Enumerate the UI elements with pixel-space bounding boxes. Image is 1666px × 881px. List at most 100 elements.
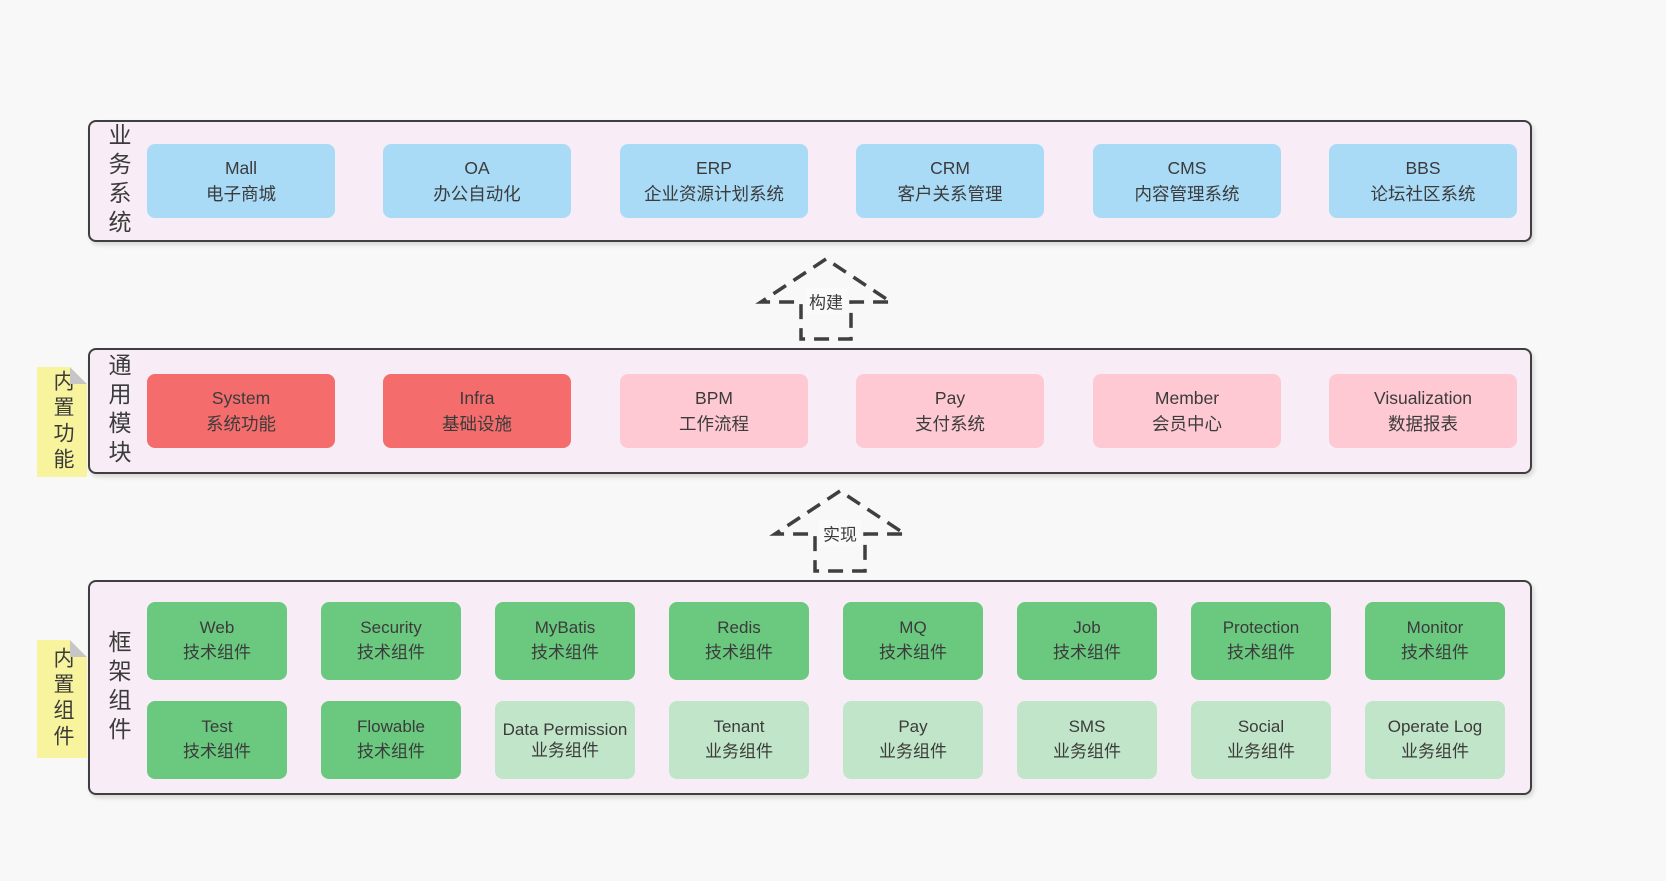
- box-title: Mall: [224, 157, 258, 178]
- band-common-modules: 通用模块 System 系统功能 Infra 基础设施 BPM 工作流程 Pay…: [88, 348, 1532, 474]
- box-mybatis: MyBatis 技术组件: [495, 602, 635, 680]
- box-pay-business: Pay 业务组件: [843, 701, 983, 779]
- box-subtitle: 业务组件: [1053, 742, 1121, 761]
- box-subtitle: 客户关系管理: [897, 184, 1003, 204]
- box-subtitle: 技术组件: [705, 643, 773, 662]
- box-subtitle: 办公自动化: [433, 184, 521, 204]
- box-pay: Pay 支付系统: [856, 374, 1044, 448]
- box-subtitle: 技术组件: [357, 643, 425, 662]
- box-bbs: BBS 论坛社区系统: [1329, 144, 1517, 218]
- box-subtitle: 技术组件: [879, 643, 947, 662]
- box-subtitle: 业务组件: [1401, 742, 1469, 761]
- box-title: Flowable: [356, 717, 426, 737]
- band-framework-components: 框架组件 Web 技术组件 Security 技术组件 MyBatis 技术组件…: [88, 580, 1532, 795]
- box-subtitle: 企业资源计划系统: [644, 184, 784, 204]
- box-subtitle: 支付系统: [915, 414, 985, 434]
- folded-corner-icon: [70, 367, 87, 384]
- folded-corner-icon: [70, 640, 87, 657]
- box-subtitle: 业务组件: [705, 742, 773, 761]
- box-title: CRM: [930, 157, 970, 178]
- box-sms: SMS 业务组件: [1017, 701, 1157, 779]
- box-title: Infra: [459, 387, 495, 408]
- box-erp: ERP 企业资源计划系统: [620, 144, 808, 218]
- box-title: Web: [199, 618, 235, 638]
- arrow-label: 构建: [805, 287, 847, 315]
- box-job: Job 技术组件: [1017, 602, 1157, 680]
- box-subtitle: 论坛社区系统: [1370, 184, 1476, 204]
- band-label: 框架组件: [105, 629, 131, 746]
- box-social: Social 业务组件: [1191, 701, 1331, 779]
- box-title: OA: [464, 157, 490, 178]
- box-subtitle: 基础设施: [442, 414, 512, 434]
- box-subtitle: 内容管理系统: [1134, 184, 1240, 204]
- box-subtitle: 技术组件: [1401, 643, 1469, 662]
- note-label: 内置功能: [51, 370, 74, 474]
- dashed-up-arrow-shape: [755, 256, 897, 341]
- box-test: Test 技术组件: [147, 701, 287, 779]
- box-subtitle: 业务组件: [531, 741, 599, 760]
- box-title: MQ: [899, 618, 927, 638]
- box-infra: Infra 基础设施: [383, 374, 571, 448]
- box-subtitle: 技术组件: [531, 643, 599, 662]
- box-title: Protection: [1222, 618, 1300, 638]
- box-web: Web 技术组件: [147, 602, 287, 680]
- box-visualization: Visualization 数据报表: [1329, 374, 1517, 448]
- arrow-label: 实现: [819, 519, 861, 547]
- sticky-note-built-in-features: 内置功能: [37, 367, 87, 477]
- implement-arrow: 实现: [765, 487, 915, 575]
- box-cms: CMS 内容管理系统: [1093, 144, 1281, 218]
- box-title: Job: [1073, 618, 1101, 638]
- box-title: BBS: [1405, 157, 1441, 178]
- box-subtitle: 业务组件: [1227, 742, 1295, 761]
- box-flowable: Flowable 技术组件: [321, 701, 461, 779]
- box-bpm: BPM 工作流程: [620, 374, 808, 448]
- box-tenant: Tenant 业务组件: [669, 701, 809, 779]
- box-subtitle: 数据报表: [1388, 414, 1458, 434]
- box-title: Data Permission: [502, 719, 628, 739]
- dashed-up-arrow-shape: [769, 488, 911, 573]
- build-arrow: 构建: [751, 255, 901, 343]
- box-mall: Mall 电子商城: [147, 144, 335, 218]
- box-title: Operate Log: [1387, 717, 1483, 737]
- box-title: Tenant: [713, 717, 765, 737]
- box-system: System 系统功能: [147, 374, 335, 448]
- box-title: MyBatis: [534, 618, 596, 638]
- box-title: Redis: [717, 618, 761, 638]
- box-subtitle: 业务组件: [879, 742, 947, 761]
- box-title: Monitor: [1406, 618, 1464, 638]
- box-subtitle: 技术组件: [357, 742, 425, 761]
- box-title: Visualization: [1374, 387, 1472, 408]
- box-crm: CRM 客户关系管理: [856, 144, 1044, 218]
- box-subtitle: 技术组件: [1053, 643, 1121, 662]
- box-subtitle: 技术组件: [1227, 643, 1295, 662]
- box-title: Security: [360, 618, 422, 638]
- box-title: SMS: [1068, 717, 1106, 737]
- box-security: Security 技术组件: [321, 602, 461, 680]
- box-title: Pay: [934, 387, 966, 408]
- band-label: 业务系统: [105, 123, 131, 239]
- box-subtitle: 工作流程: [679, 414, 749, 434]
- box-protection: Protection 技术组件: [1191, 602, 1331, 680]
- box-title: System: [211, 387, 271, 408]
- box-title: BPM: [695, 387, 733, 408]
- box-title: ERP: [696, 157, 732, 178]
- box-mq: MQ 技术组件: [843, 602, 983, 680]
- box-subtitle: 技术组件: [183, 643, 251, 662]
- box-redis: Redis 技术组件: [669, 602, 809, 680]
- box-subtitle: 会员中心: [1152, 414, 1222, 434]
- box-subtitle: 技术组件: [183, 742, 251, 761]
- box-subtitle: 系统功能: [206, 414, 276, 434]
- band-business-systems: 业务系统 Mall 电子商城 OA 办公自动化 ERP 企业资源计划系统 CRM…: [88, 120, 1532, 242]
- box-oa: OA 办公自动化: [383, 144, 571, 218]
- box-title: Test: [201, 717, 233, 737]
- box-title: CMS: [1167, 157, 1207, 178]
- box-title: Member: [1154, 387, 1220, 408]
- box-monitor: Monitor 技术组件: [1365, 602, 1505, 680]
- sticky-note-built-in-components: 内置组件: [37, 640, 87, 758]
- box-title: Pay: [898, 717, 928, 737]
- box-member: Member 会员中心: [1093, 374, 1281, 448]
- band-label: 通用模块: [105, 353, 131, 469]
- box-data-permission: Data Permission 业务组件: [495, 701, 635, 779]
- box-title: Social: [1237, 717, 1285, 737]
